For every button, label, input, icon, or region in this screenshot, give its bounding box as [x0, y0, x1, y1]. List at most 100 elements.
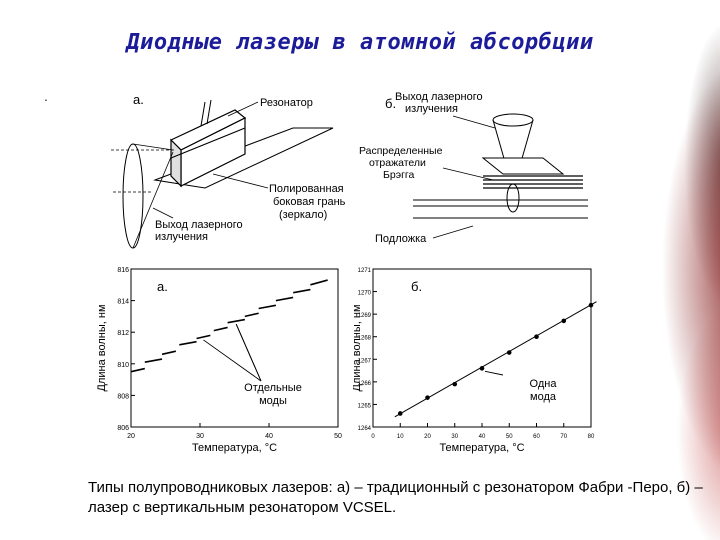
data-point [397, 411, 403, 416]
x-tick-label: 50 [334, 433, 342, 440]
label-resonator: Резонатор [260, 97, 313, 109]
label-output-2: излучения [155, 231, 208, 243]
x-tick-label: 40 [479, 434, 486, 440]
annotation-arrow [235, 323, 262, 382]
data-point [479, 366, 485, 371]
beam-ellipse [122, 143, 144, 249]
label-output-2: излучения [405, 103, 458, 115]
beam-edge-bottom [132, 151, 174, 249]
label-facet-1: Полированная [269, 183, 344, 195]
y-tick-label: 806 [117, 425, 129, 432]
data-point [588, 302, 594, 308]
fit-line [394, 301, 597, 418]
y-tick-label: 1269 [358, 313, 372, 319]
x-axis-label: Температура, °С [192, 442, 277, 454]
y-axis-label: Длина волны, нм [96, 304, 108, 391]
chip-front-facet [170, 138, 182, 188]
mode-segment [310, 279, 328, 286]
label-substrate: Подложка [375, 233, 427, 245]
mode-segment [144, 358, 163, 364]
label-facet-3: (зеркало) [279, 209, 327, 221]
x-tick-label: 30 [451, 434, 458, 440]
mode-segment [293, 288, 311, 294]
y-tick-label: 808 [117, 393, 129, 400]
mode-segment [196, 334, 211, 340]
mode-segment [275, 296, 294, 302]
data-point [452, 381, 458, 387]
x-tick-label: 40 [265, 433, 273, 440]
callout-output [152, 207, 174, 219]
annotation-arrow [484, 370, 504, 376]
panel-letter: а. [157, 279, 168, 294]
panel-letter: б. [385, 96, 396, 111]
plot-frame [130, 268, 339, 428]
annotation-arrow [203, 339, 262, 382]
panel-letter: а. [133, 92, 144, 107]
y-tick-label: 812 [117, 330, 129, 337]
callout-substrate [432, 225, 474, 239]
vcsel-diagram: б. Выход лазерного излучения Распределен… [353, 88, 603, 258]
bullet-marker: . [44, 88, 48, 104]
output-cone-top [492, 113, 534, 127]
electrode-wire [200, 99, 212, 127]
callout-resonator [227, 101, 259, 117]
label-facet-2: боковая грань [273, 196, 346, 208]
y-tick-label: 1264 [358, 426, 372, 432]
annotation-line-1: Отдельные [244, 382, 302, 394]
mode-segment [179, 340, 197, 346]
callout-facet [212, 173, 269, 189]
mode-segment [258, 304, 277, 310]
y-tick-label: 1270 [358, 291, 372, 297]
x-tick-label: 0 [371, 434, 375, 440]
x-tick-label: 50 [506, 434, 513, 440]
mode-segment [244, 312, 259, 318]
mode-ellipse [506, 183, 520, 213]
y-tick-label: 1266 [358, 381, 372, 387]
mode-segment [213, 326, 228, 332]
beam-edge-top [132, 143, 174, 151]
annotation-line-1: Одна [530, 378, 558, 390]
data-point [561, 318, 567, 324]
active-layer [170, 127, 246, 159]
y-tick-label: 810 [117, 362, 129, 369]
fabry-perot-svg: а. Резонатор Полированная боковая грань … [111, 92, 346, 249]
y-tick-label: 814 [117, 299, 129, 306]
x-tick-label: 20 [127, 433, 135, 440]
mode-segment [227, 318, 245, 324]
y-tick-label: 1267 [358, 358, 372, 364]
plot-frame [372, 268, 592, 428]
data-point [534, 334, 539, 340]
x-tick-label: 80 [588, 434, 595, 440]
mode-segment [161, 350, 177, 356]
callout-bragg [442, 167, 494, 181]
callout-output [452, 115, 496, 129]
x-tick-label: 30 [196, 433, 204, 440]
annotation-line-2: мода [530, 391, 557, 403]
y-tick-label: 1265 [358, 403, 372, 409]
annotation-line-2: моды [259, 395, 287, 407]
fabry-perot-diagram: а. Резонатор Полированная боковая грань … [93, 88, 350, 258]
page-title: Диодные лазеры в атомной абсорбции [126, 30, 594, 55]
decorative-background [590, 0, 720, 540]
y-tick-label: 1268 [358, 336, 372, 342]
bragg-top [481, 157, 565, 175]
x-tick-label: 10 [397, 434, 404, 440]
figure-caption: Типы полупроводниковых лазеров: а) – тра… [88, 479, 703, 516]
y-tick-label: 1271 [358, 268, 372, 274]
x-tick-label: 60 [533, 434, 540, 440]
label-output-1: Выход лазерного [155, 219, 243, 231]
substrate-plane [153, 127, 334, 189]
x-tick-label: 70 [560, 434, 567, 440]
y-axis-label: Длина волны, нм [353, 304, 363, 391]
mode-segment [130, 367, 145, 373]
panel-letter: б. [411, 279, 422, 294]
data-point [506, 350, 512, 355]
y-tick-label: 816 [117, 267, 129, 274]
data-point [425, 395, 430, 400]
vcsel-svg: б. Выход лазерного излучения Распределен… [359, 91, 588, 245]
label-bragg-3: Брэгга [383, 169, 415, 181]
